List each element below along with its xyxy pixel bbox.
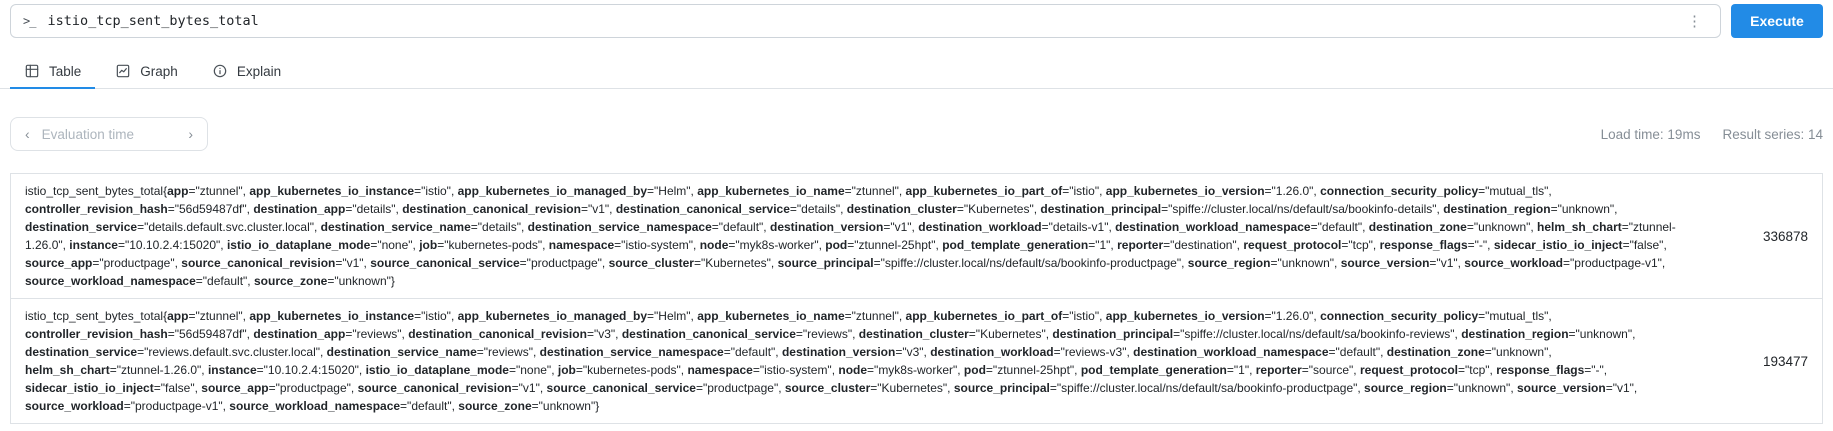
result-tabs: Table Graph Explain bbox=[0, 54, 1833, 89]
terminal-prompt-icon: >_ bbox=[23, 14, 36, 28]
table-icon bbox=[24, 63, 40, 79]
evaluation-time-input[interactable]: Evaluation time bbox=[41, 126, 134, 142]
execute-button[interactable]: Execute bbox=[1731, 4, 1823, 38]
series-labels: istio_tcp_sent_bytes_total{app="ztunnel"… bbox=[25, 184, 1676, 288]
chevron-right-icon[interactable]: › bbox=[182, 125, 199, 143]
series-value: 336878 bbox=[1762, 228, 1808, 244]
series-value: 193477 bbox=[1762, 353, 1808, 369]
results-table: istio_tcp_sent_bytes_total{app="ztunnel"… bbox=[10, 173, 1823, 424]
info-circle-icon bbox=[212, 63, 228, 79]
tab-graph-label: Graph bbox=[140, 63, 178, 79]
expression-input[interactable]: >_ istio_tcp_sent_bytes_total ⋮ bbox=[10, 4, 1721, 38]
tab-table-label: Table bbox=[49, 63, 82, 79]
series-labels: istio_tcp_sent_bytes_total{app="ztunnel"… bbox=[25, 309, 1638, 413]
kebab-menu-icon[interactable]: ⋮ bbox=[1687, 12, 1702, 30]
result-series-text: Result series: 14 bbox=[1722, 126, 1823, 142]
query-bar: >_ istio_tcp_sent_bytes_total ⋮ Execute bbox=[10, 4, 1823, 38]
expression-text[interactable]: istio_tcp_sent_bytes_total bbox=[47, 13, 259, 29]
tab-table[interactable]: Table bbox=[10, 54, 96, 89]
load-time-text: Load time: 19ms bbox=[1600, 126, 1701, 142]
tab-explain-label: Explain bbox=[236, 63, 282, 79]
table-toolbar: ‹ Evaluation time › Load time: 19ms Resu… bbox=[10, 117, 1823, 151]
series-row: istio_tcp_sent_bytes_total{app="ztunnel"… bbox=[11, 174, 1822, 298]
tab-graph[interactable]: Graph bbox=[101, 54, 192, 89]
tab-explain[interactable]: Explain bbox=[198, 54, 295, 89]
evaluation-time-picker[interactable]: ‹ Evaluation time › bbox=[10, 117, 208, 151]
graph-icon bbox=[115, 63, 131, 79]
chevron-left-icon[interactable]: ‹ bbox=[19, 125, 36, 143]
series-row: istio_tcp_sent_bytes_total{app="ztunnel"… bbox=[11, 298, 1822, 423]
query-stats: Load time: 19ms Result series: 14 bbox=[1601, 127, 1823, 142]
